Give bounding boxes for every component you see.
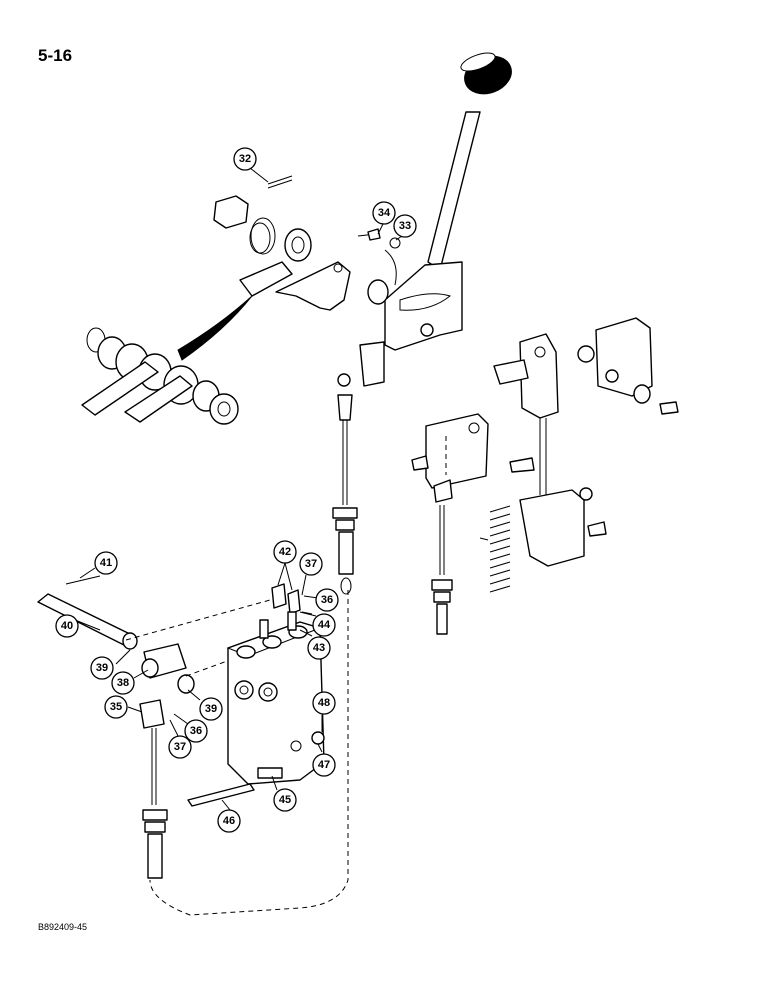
control-lever-drawing: [359, 52, 512, 387]
callout-40: 40: [55, 614, 79, 638]
svg-text:40: 40: [61, 620, 73, 632]
pin-and-clevis-drawing: [37, 575, 349, 916]
callout-36-lower: 36: [184, 719, 208, 743]
svg-text:41: 41: [100, 557, 112, 569]
svg-text:39: 39: [205, 703, 217, 715]
upper-cable-drawing: [332, 373, 358, 595]
callout-44: 44: [312, 613, 336, 637]
svg-text:43: 43: [313, 642, 325, 654]
callout-35: 35: [104, 695, 128, 719]
callout-34: 34: [372, 201, 396, 225]
callout-46: 46: [217, 809, 241, 833]
svg-text:46: 46: [223, 815, 235, 827]
svg-text:32: 32: [239, 153, 251, 165]
callout-39-right: 39: [199, 697, 223, 721]
figure-code: B892409-45: [38, 922, 88, 932]
svg-text:37: 37: [174, 741, 186, 753]
callout-37-upper: 37: [299, 552, 323, 576]
svg-text:33: 33: [399, 220, 411, 232]
svg-text:47: 47: [318, 759, 330, 771]
callout-36-upper: 36: [315, 588, 339, 612]
svg-text:45: 45: [279, 794, 291, 806]
callout-48: 48: [312, 691, 336, 715]
svg-text:36: 36: [321, 594, 333, 606]
callout-39-left: 39: [90, 656, 114, 680]
svg-text:48: 48: [318, 697, 330, 709]
svg-text:36: 36: [190, 725, 202, 737]
callout-32: 32: [233, 147, 257, 171]
svg-text:39: 39: [96, 662, 108, 674]
callout-42: 42: [273, 540, 297, 564]
callout-43: 43: [307, 636, 331, 660]
callout-38: 38: [111, 671, 135, 695]
svg-text:37: 37: [305, 558, 317, 570]
svg-text:42: 42: [279, 546, 291, 558]
callout-33: 33: [393, 214, 417, 238]
svg-text:34: 34: [378, 207, 391, 219]
svg-text:44: 44: [318, 619, 331, 631]
callout-47: 47: [312, 753, 336, 777]
page-number: 5-16: [38, 46, 73, 65]
callout-37-lower: 37: [168, 735, 192, 759]
callout-45: 45: [273, 788, 297, 812]
svg-text:35: 35: [110, 701, 122, 713]
svg-text:38: 38: [117, 677, 129, 689]
callout-41: 41: [94, 551, 118, 575]
right-bracket-drawing: [411, 317, 679, 635]
pivot-assembly-drawing: [81, 175, 401, 425]
